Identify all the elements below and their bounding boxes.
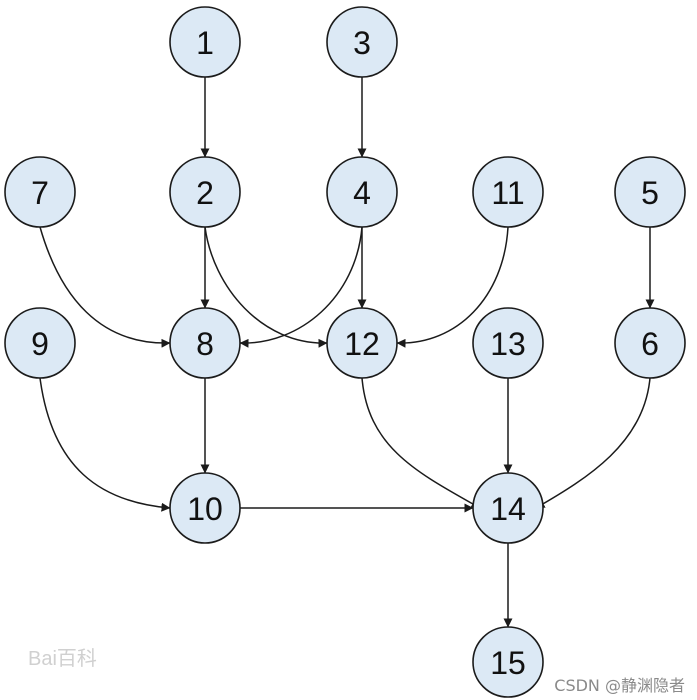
node-13-circle [472,307,544,379]
node-4-label: 4 [353,175,371,211]
node-5-label: 5 [641,175,659,211]
node-1-circle [169,6,241,78]
edge-6-to-14 [535,377,651,509]
node-8-circle [169,307,241,379]
node-5-circle [614,156,686,228]
node-7-label: 7 [31,175,49,211]
node-9-label: 9 [31,326,49,362]
node-11: 11 [472,156,544,228]
node-12-label: 12 [344,326,380,362]
node-8-label: 8 [196,326,214,362]
node-15-circle [472,626,544,698]
node-5: 5 [614,156,686,228]
node-8: 8 [169,307,241,379]
node-14-label: 14 [490,491,526,527]
node-10-circle [169,472,241,544]
node-7-circle [4,156,76,228]
node-1: 1 [169,6,241,78]
node-4-circle [326,156,398,228]
node-6: 6 [614,307,686,379]
node-9: 9 [4,307,76,379]
node-14-circle [472,472,544,544]
node-6-label: 6 [641,326,659,362]
node-2: 2 [169,156,241,228]
node-3: 3 [326,6,398,78]
node-1-label: 1 [196,25,214,61]
node-13-label: 13 [490,326,526,362]
node-15-label: 15 [490,645,526,681]
edge-11-to-12 [396,226,509,348]
node-7: 7 [4,156,76,228]
node-2-circle [169,156,241,228]
node-10: 10 [169,472,241,544]
node-4: 4 [326,156,398,228]
node-14: 14 [472,472,544,544]
edges-layer [39,77,655,628]
edge-4-to-8 [239,226,363,348]
edge-12-to-14 [361,377,481,509]
node-10-label: 10 [187,491,223,527]
node-11-circle [472,156,544,228]
edge-7-to-8 [39,226,171,348]
node-12-circle [326,307,398,379]
node-2-label: 2 [196,175,214,211]
node-6-circle [614,307,686,379]
baike-watermark: Bai百科 [28,648,97,670]
node-13: 13 [472,307,544,379]
node-3-label: 3 [353,25,371,61]
edge-2-to-12 [204,226,328,348]
node-12: 12 [326,307,398,379]
node-11-label: 11 [491,175,524,211]
edge-9-to-10 [39,377,171,512]
node-15: 15 [472,626,544,698]
node-3-circle [326,6,398,78]
node-9-circle [4,307,76,379]
csdn-watermark: CSDN @静渊隐者 [554,676,685,695]
